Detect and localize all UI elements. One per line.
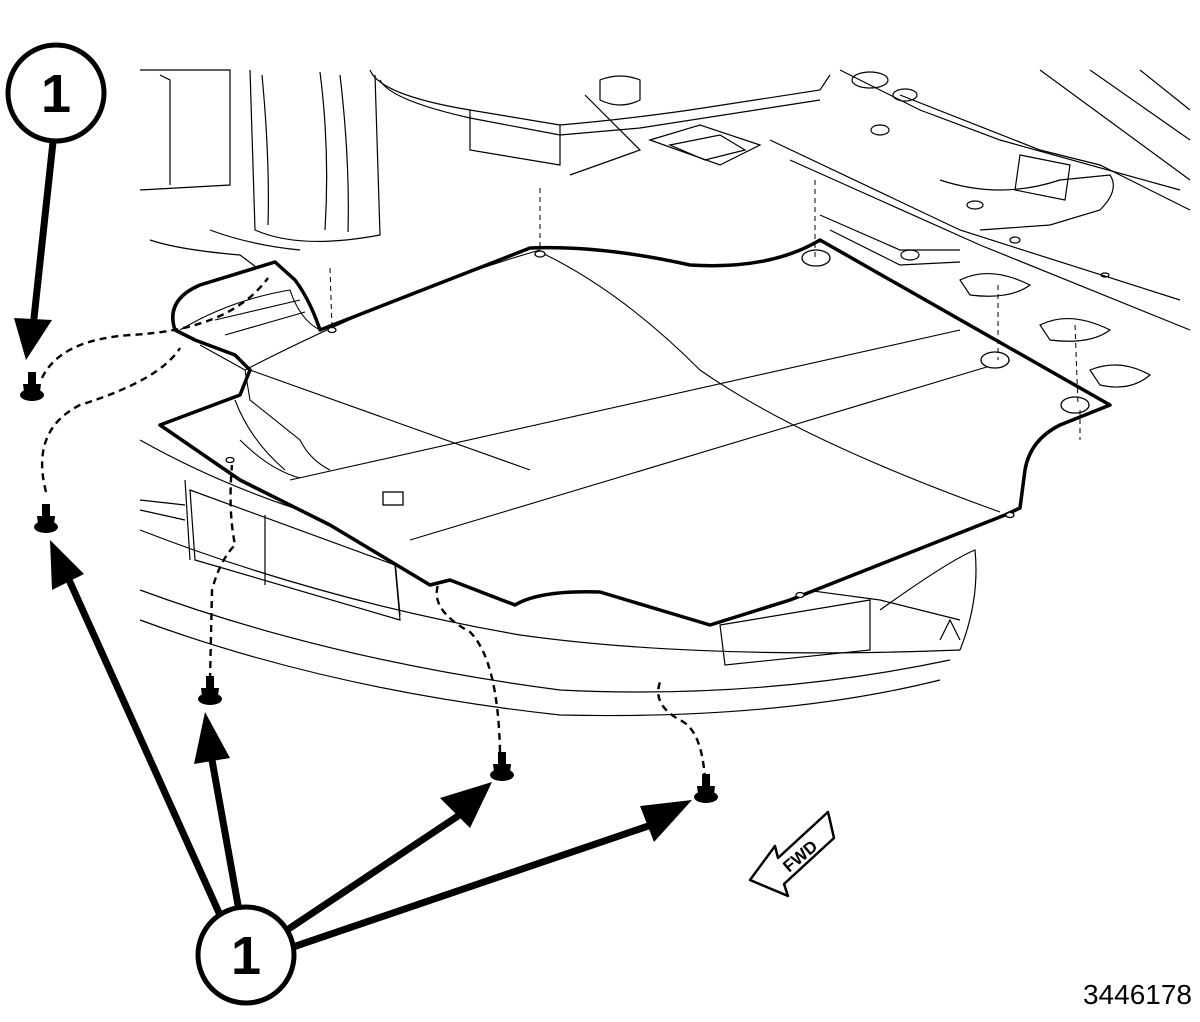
callout-top-left: 1 xyxy=(5,42,107,144)
forward-direction-arrow: FWD xyxy=(748,810,836,898)
arrowheads xyxy=(14,318,692,842)
splash-shield xyxy=(158,238,1112,627)
fastener-icon xyxy=(198,676,222,705)
fastener-icon xyxy=(694,774,718,803)
fastener-icon xyxy=(34,504,58,533)
alignment-lines xyxy=(329,180,1081,440)
fastener-icon xyxy=(490,752,514,781)
callout-bottom: 1 xyxy=(195,904,297,1006)
callout-label: 1 xyxy=(41,64,71,124)
figure-number: 3446178 xyxy=(1082,979,1192,1010)
callout-label: 1 xyxy=(231,926,261,986)
callout-arrows xyxy=(30,138,664,950)
fastener-icon xyxy=(20,372,44,401)
fastener-leaders xyxy=(40,277,707,781)
